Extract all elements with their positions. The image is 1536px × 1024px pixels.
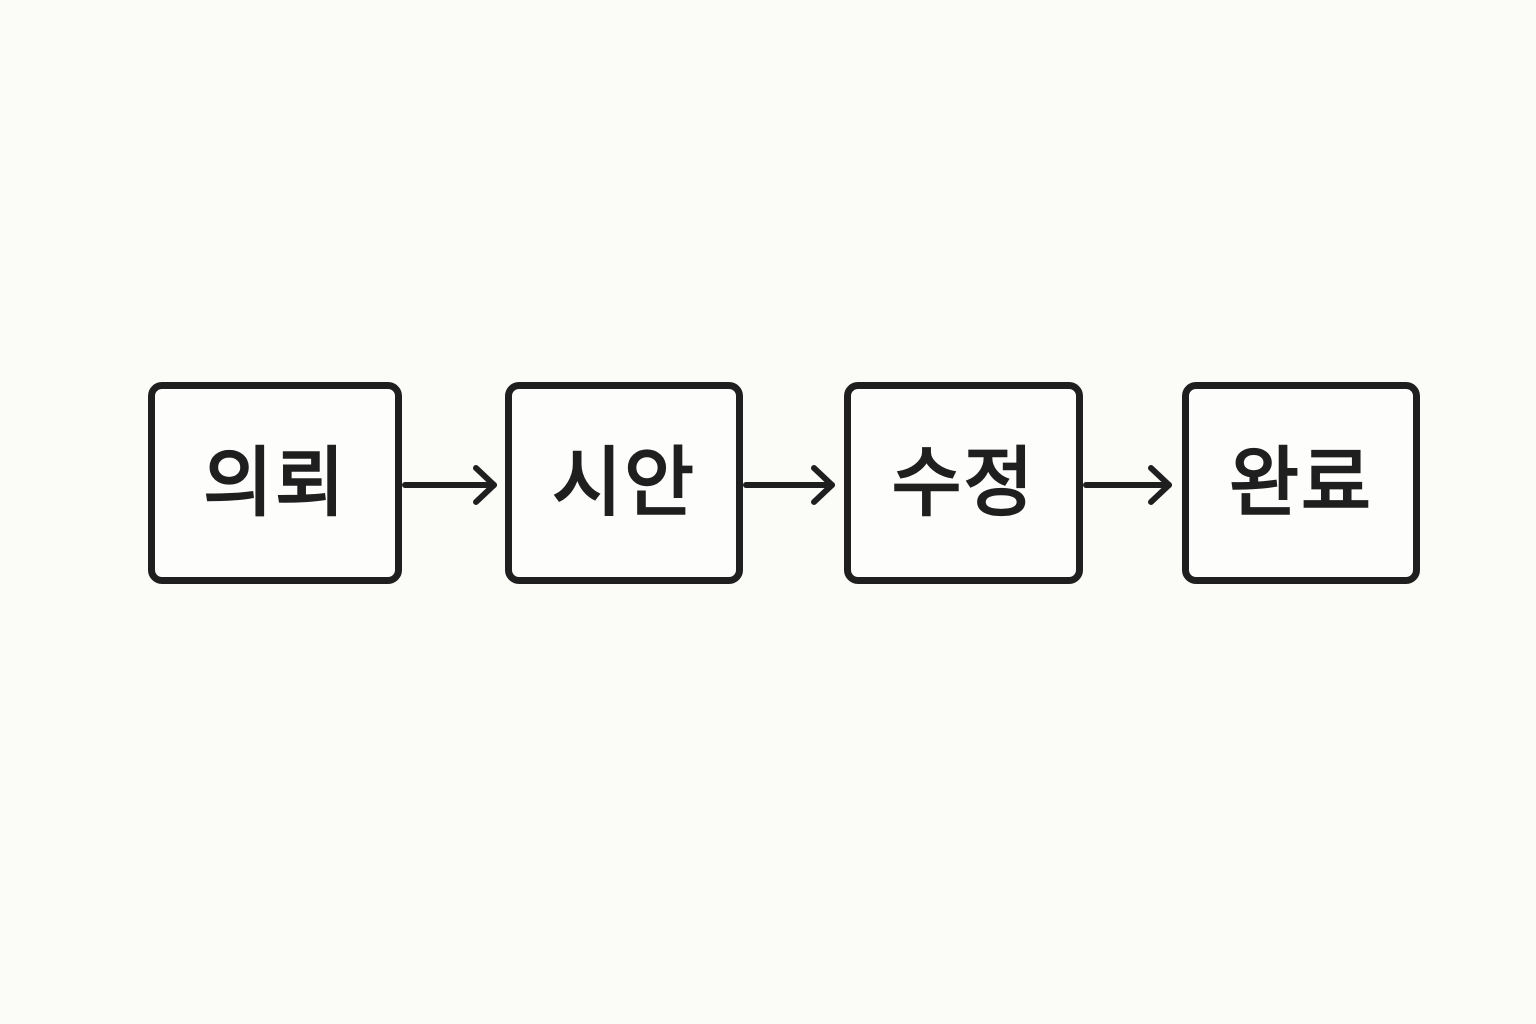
- arrow-right-icon: [1083, 465, 1172, 505]
- step-complete-box: 완료: [1182, 382, 1420, 584]
- step-draft-box: 시안: [505, 382, 743, 584]
- step-draft-label: 시안: [552, 438, 696, 527]
- step-revision-box: 수정: [844, 382, 1083, 584]
- arrow-right-icon: [743, 465, 835, 505]
- step-complete-label: 완료: [1229, 438, 1373, 527]
- step-revision-label: 수정: [891, 438, 1036, 527]
- step-request-label: 의뢰: [203, 438, 347, 527]
- step-request-box: 의뢰: [148, 382, 402, 584]
- arrow-right-icon: [402, 465, 497, 505]
